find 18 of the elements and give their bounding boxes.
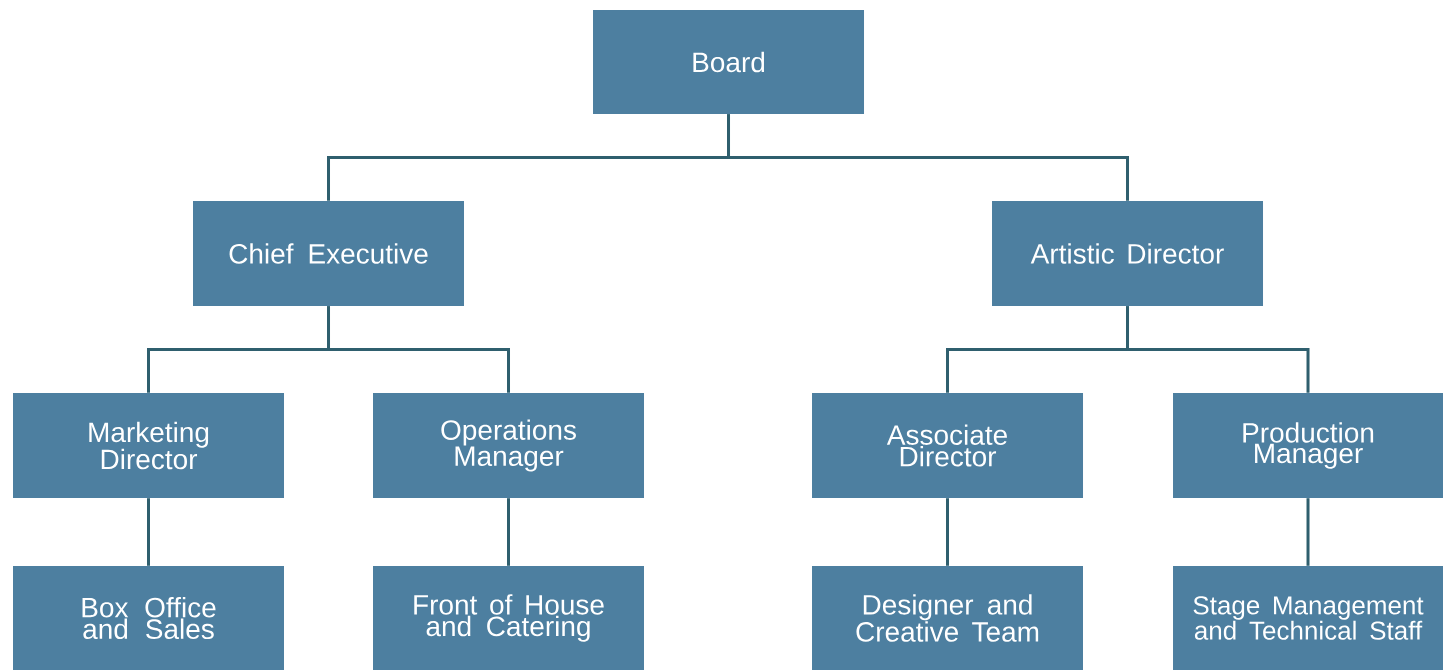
org-box: Production Manager: [1173, 393, 1443, 498]
connector: [147, 498, 150, 566]
connector: [946, 498, 949, 566]
org-box: Front of House and Catering: [373, 566, 644, 670]
connector: [1126, 306, 1310, 393]
org-box: Operations Manager: [373, 393, 644, 498]
org-box: Associate Director: [812, 393, 1083, 498]
connector: [327, 306, 510, 393]
org-box: Box Office and Sales: [13, 566, 284, 670]
connector: [727, 114, 1129, 201]
org-box: Designer and Creative Team: [812, 566, 1083, 670]
org-box: Artistic Director: [992, 201, 1263, 306]
org-box: Stage Management and Technical Staff: [1173, 566, 1443, 670]
org-box: Marketing Director: [13, 393, 284, 498]
org-box: Chief Executive: [193, 201, 464, 306]
connector: [1306, 498, 1310, 566]
org-box: Board: [593, 10, 864, 114]
connector: [507, 498, 510, 566]
